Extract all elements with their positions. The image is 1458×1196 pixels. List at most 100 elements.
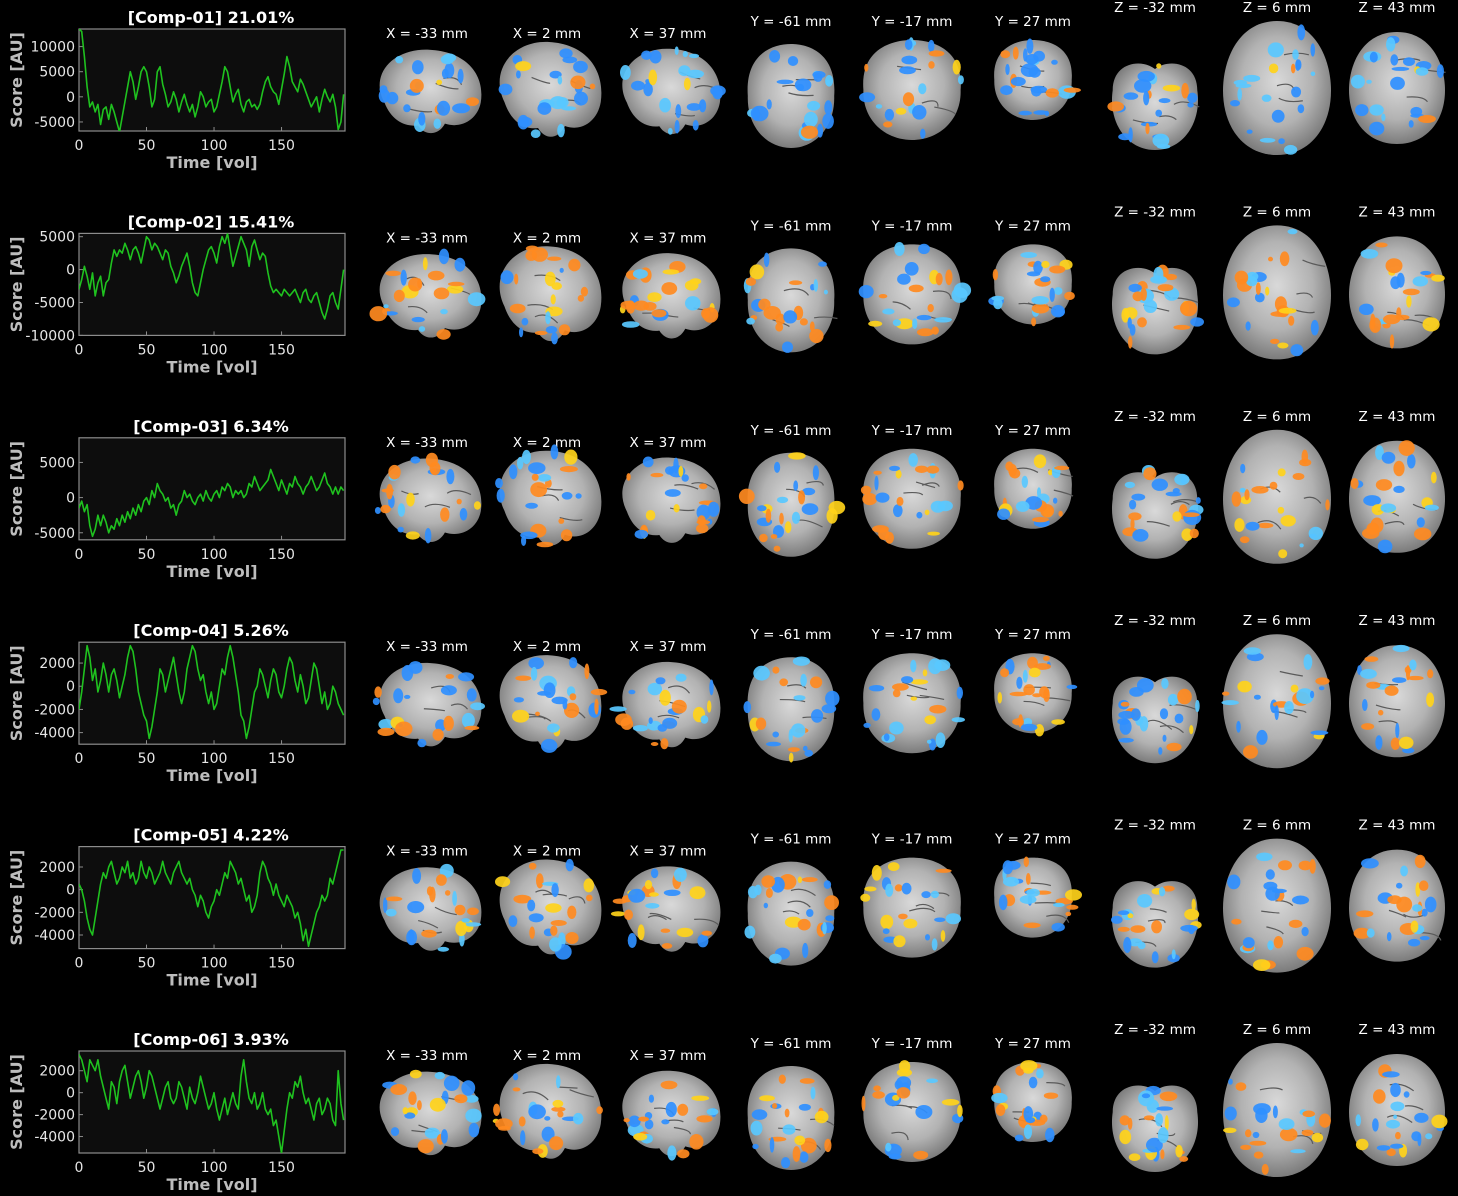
sulcus-line	[531, 76, 551, 84]
positive-activation	[784, 521, 792, 534]
negative-activation	[1118, 133, 1132, 141]
negative-activation	[1366, 79, 1372, 84]
negative-activation	[1227, 874, 1241, 890]
negative-activation	[871, 708, 881, 721]
negative-activation	[457, 68, 464, 84]
positive-activation	[518, 1116, 526, 1127]
negative-activation	[1396, 272, 1405, 288]
positive-activation	[547, 256, 562, 261]
negative-activation	[550, 444, 559, 460]
positive-activation	[1389, 334, 1395, 349]
positive-activation	[445, 890, 451, 896]
x-tick-label: 100	[201, 138, 228, 154]
negative-activation	[937, 500, 953, 512]
positive-activation	[443, 715, 454, 732]
positive-activation	[1051, 719, 1065, 725]
negative-activation	[899, 66, 916, 75]
component-title: [Comp-02] 15.41%	[128, 212, 295, 231]
negative-activation	[707, 501, 720, 517]
slice-coordinate-label: Y = -17 mm	[871, 832, 953, 848]
positive-activation	[564, 702, 580, 719]
positive-activation	[1191, 898, 1196, 911]
positive-activation	[1431, 274, 1445, 282]
negative-activation	[1153, 266, 1164, 283]
brain-slice-sagittal-2: X = 2 mm	[498, 26, 602, 138]
negative-activation	[1278, 138, 1285, 145]
negative-activation	[699, 99, 707, 113]
brain-slice-coronal-1: Y = -61 mm	[747, 14, 835, 148]
positive-activation	[648, 69, 658, 86]
negative-activation	[1402, 747, 1415, 754]
negative-activation	[1436, 64, 1444, 78]
positive-activation	[892, 689, 901, 698]
positive-activation	[409, 1069, 422, 1079]
negative-activation	[1023, 1124, 1033, 1139]
positive-activation	[691, 1095, 710, 1101]
x-axis-label: Time [vol]	[166, 153, 257, 172]
negative-activation	[806, 909, 814, 917]
positive-activation	[512, 1087, 521, 1092]
negative-activation	[1130, 708, 1141, 721]
negative-activation	[1159, 887, 1166, 897]
negative-activation	[561, 492, 573, 500]
y-tick-label: 0	[66, 1086, 75, 1102]
brain-anatomy	[747, 452, 835, 557]
negative-activation	[1000, 85, 1013, 96]
negative-activation	[621, 321, 640, 328]
negative-activation	[1310, 43, 1316, 57]
negative-activation	[1395, 722, 1400, 739]
negative-activation	[1377, 539, 1393, 554]
negative-activation	[925, 934, 930, 941]
slice-coordinate-label: Y = -61 mm	[750, 1036, 832, 1052]
negative-activation	[372, 697, 380, 706]
positive-activation	[1128, 336, 1133, 349]
sulcus-line	[1406, 96, 1428, 103]
positive-activation	[1277, 468, 1286, 477]
positive-activation	[926, 465, 940, 474]
positive-activation	[446, 285, 464, 294]
negative-activation	[692, 120, 699, 131]
negative-activation	[1134, 79, 1152, 93]
component-title: [Comp-03] 6.34%	[133, 417, 288, 436]
slice-coordinate-label: X = 2 mm	[513, 844, 581, 860]
negative-activation	[424, 528, 432, 544]
negative-activation	[513, 1073, 519, 1081]
positive-activation	[385, 896, 403, 902]
negative-activation	[1424, 896, 1437, 913]
negative-activation	[1117, 718, 1130, 725]
negative-activation	[791, 723, 806, 738]
positive-activation	[763, 306, 781, 320]
negative-activation	[1245, 521, 1260, 531]
positive-activation	[1370, 313, 1376, 330]
negative-activation	[774, 461, 781, 473]
positive-activation	[1160, 1149, 1165, 1160]
negative-activation	[1267, 42, 1284, 58]
negative-activation	[544, 1116, 551, 1121]
negative-activation	[1155, 109, 1162, 117]
positive-activation	[1234, 518, 1245, 532]
positive-activation	[1366, 681, 1381, 689]
positive-activation	[369, 306, 388, 322]
negative-activation	[459, 508, 468, 521]
negative-activation	[934, 317, 952, 323]
negative-activation	[435, 719, 447, 732]
positive-activation	[1386, 1148, 1396, 1157]
negative-activation	[1274, 705, 1279, 721]
negative-activation	[766, 741, 781, 747]
positive-activation	[868, 320, 883, 327]
negative-activation	[440, 308, 448, 315]
y-tick-label: 2000	[39, 656, 75, 672]
negative-activation	[522, 449, 531, 465]
negative-activation	[1139, 716, 1149, 732]
positive-activation	[878, 294, 888, 299]
negative-activation	[697, 934, 709, 948]
negative-activation	[443, 1075, 460, 1092]
positive-activation	[1023, 1067, 1034, 1074]
positive-activation	[1049, 265, 1066, 274]
slice-coordinate-label: Z = 43 mm	[1359, 1022, 1436, 1038]
negative-activation	[1381, 451, 1396, 464]
negative-activation	[799, 1151, 809, 1163]
brain-slice-axial-2: Z = 6 mm	[1223, 1022, 1331, 1177]
positive-activation	[454, 1094, 468, 1104]
y-tick-label: -5000	[34, 295, 75, 311]
